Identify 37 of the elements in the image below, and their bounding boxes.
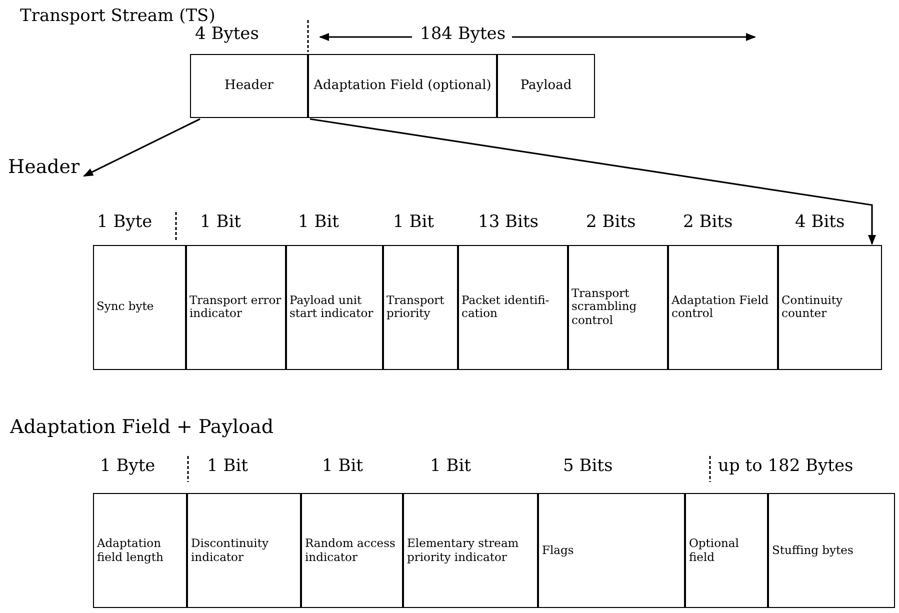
field-cell: Payload unit start indicator	[286, 244, 382, 370]
field-cell: Flags	[538, 493, 685, 608]
arrow	[83, 118, 200, 177]
packet-segment: Payload	[497, 54, 595, 118]
size-label: up to 182 Bytes	[718, 456, 854, 478]
field-cell: Discontinuity indicator	[187, 493, 301, 608]
packet-segment: Adaptation Field (optional)	[308, 54, 497, 118]
field-cell: Transport priority	[382, 244, 458, 370]
field-cell: Elementary stream priority indicator	[403, 493, 538, 608]
field-cell: Optional field	[685, 493, 768, 608]
field-cell: Adaptation Field control	[668, 244, 778, 370]
field-cell: Transport error indicator	[186, 244, 286, 370]
field-cell: Adaptation field length	[93, 493, 187, 608]
section-label: Header	[8, 156, 84, 180]
size-label: 2 Bits	[586, 212, 636, 234]
size-label: 1 Bit	[393, 212, 434, 234]
size-label: 13 Bits	[478, 212, 539, 234]
packet-segment: Header	[190, 54, 308, 118]
arrow	[310, 118, 876, 245]
size-label: 1 Bit	[207, 456, 248, 478]
size-label: 1 Byte	[100, 456, 156, 478]
size-label: 4 Bits	[795, 212, 845, 234]
size-label: 184 Bytes	[420, 24, 506, 46]
size-label: 2 Bits	[683, 212, 733, 234]
size-label: 5 Bits	[563, 456, 613, 478]
size-label: 4 Bytes	[195, 24, 259, 46]
section-heading: Adaptation Field + Payload	[10, 416, 274, 440]
size-label: 1 Bit	[322, 456, 363, 478]
field-cell: Random access indicator	[301, 493, 403, 608]
size-label: 1 Byte	[97, 212, 152, 234]
field-cell: Stuffing bytes	[768, 493, 895, 608]
size-label: 1 Bit	[200, 212, 241, 234]
title: Transport Stream (TS)	[20, 6, 216, 26]
field-cell: Transport scrambling control	[568, 244, 668, 370]
size-label: 1 Bit	[298, 212, 339, 234]
size-label: 1 Bit	[430, 456, 471, 478]
field-cell: Packet identifi- cation	[458, 244, 568, 370]
